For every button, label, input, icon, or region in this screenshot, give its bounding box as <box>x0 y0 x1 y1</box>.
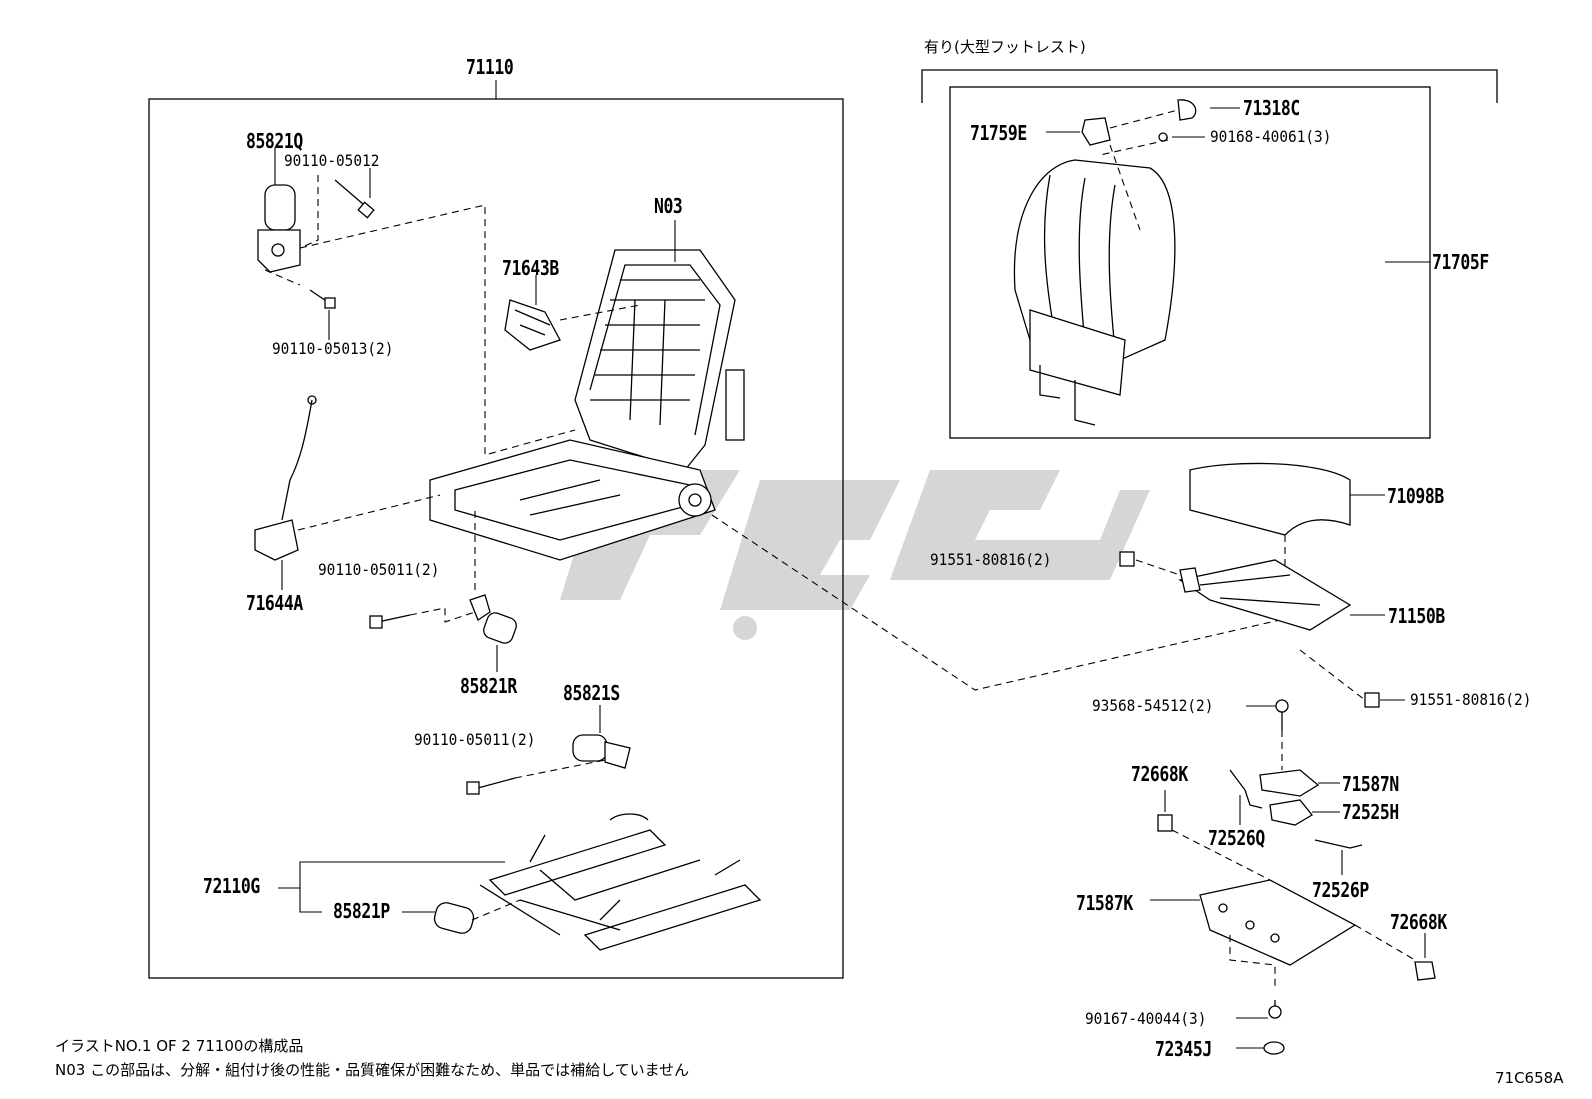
part-label-71587N[interactable]: 71587N <box>1342 772 1399 796</box>
part-label-72668K-a[interactable]: 72668K <box>1131 762 1188 786</box>
part-label-90110-05011-b[interactable]: 90110-05011(2) <box>414 730 536 749</box>
part-label-85821S[interactable]: 85821S <box>563 681 620 705</box>
part-label-N03[interactable]: N03 <box>654 194 683 218</box>
part-label-72110G[interactable]: 72110G <box>203 874 260 898</box>
bracket-71643B-illustration <box>504 299 561 351</box>
part-label-90110-05011-a[interactable]: 90110-05011(2) <box>318 560 440 579</box>
part-label-90167-40044[interactable]: 90167-40044(3) <box>1085 1009 1207 1028</box>
part-label-90110-05012[interactable]: 90110-05012 <box>284 151 380 170</box>
figure-code: 71C658A <box>1495 1069 1564 1087</box>
footnote-line-1: イラストNO.1 OF 2 71100の構成品 <box>55 1037 304 1055</box>
part-label-85821P[interactable]: 85821P <box>333 899 390 923</box>
motor-85821R-illustration <box>469 594 517 644</box>
cover-71587K-illustration <box>1199 879 1357 966</box>
part-label-90168-40061[interactable]: 90168-40061(3) <box>1210 127 1332 146</box>
clip-71759E-illustration <box>1081 117 1111 146</box>
part-label-90110-05013[interactable]: 90110-05013(2) <box>272 339 394 358</box>
part-label-85821R[interactable]: 85821R <box>460 674 517 698</box>
switch-71587N-illustration <box>1259 769 1320 797</box>
part-label-71318C[interactable]: 71318C <box>1243 96 1300 120</box>
cap-71318C-illustration <box>1177 99 1197 121</box>
footrest-cover-71705F-illustration <box>1013 159 1176 426</box>
part-label-91551-80816-a[interactable]: 91551-80816(2) <box>930 550 1052 569</box>
part-label-93568-54512[interactable]: 93568-54512(2) <box>1092 696 1214 715</box>
option-header: 有り(大型フットレスト) <box>924 38 1086 56</box>
part-label-91551-80816-b[interactable]: 91551-80816(2) <box>1410 690 1532 709</box>
switch-72525H-illustration <box>1269 799 1313 826</box>
part-label-72526P[interactable]: 72526P <box>1312 878 1369 902</box>
seat-rails-72110G-illustration <box>479 813 762 951</box>
part-label-71110[interactable]: 71110 <box>466 55 514 79</box>
motor-85821S-illustration <box>572 734 631 769</box>
seat-frame-illustration <box>429 249 745 561</box>
part-label-72525H[interactable]: 72525H <box>1342 800 1399 824</box>
part-label-71759E[interactable]: 71759E <box>970 121 1027 145</box>
part-label-71098B[interactable]: 71098B <box>1387 484 1444 508</box>
sensor-71644A-illustration <box>254 395 317 561</box>
footnote-line-2: N03 この部品は、分解・組付け後の性能・品質確保が困難なため、単品では補給して… <box>55 1061 690 1079</box>
pad-71098B-illustration <box>1189 462 1351 536</box>
part-label-71150B[interactable]: 71150B <box>1388 604 1445 628</box>
motor-85821P-illustration <box>433 902 475 934</box>
part-label-71587K[interactable]: 71587K <box>1076 891 1133 915</box>
part-label-71644A[interactable]: 71644A <box>246 591 303 615</box>
part-label-72526Q[interactable]: 72526Q <box>1208 826 1265 850</box>
part-label-71643B[interactable]: 71643B <box>502 256 559 280</box>
plate-71150B-illustration <box>1178 559 1352 631</box>
part-label-72345J[interactable]: 72345J <box>1155 1037 1212 1061</box>
part-label-85821Q[interactable]: 85821Q <box>246 129 303 153</box>
part-label-72668K-b[interactable]: 72668K <box>1390 910 1447 934</box>
part-label-71705F[interactable]: 71705F <box>1432 250 1489 274</box>
motor-85821Q-illustration <box>257 184 301 273</box>
option-bracket <box>921 69 1498 103</box>
